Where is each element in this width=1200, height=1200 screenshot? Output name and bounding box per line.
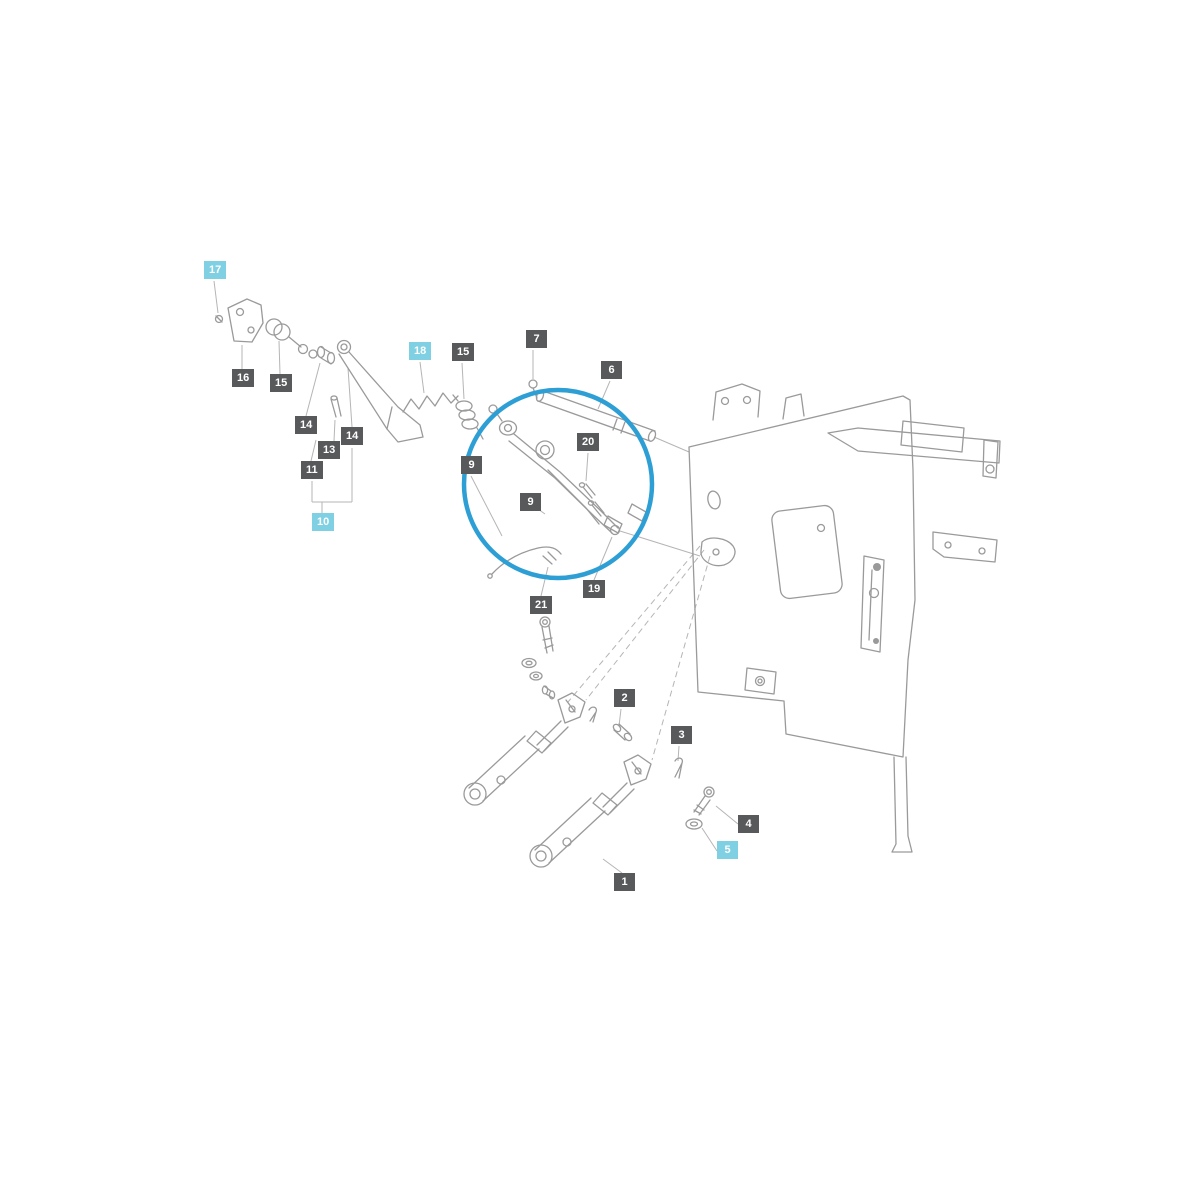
part-label-10-7[interactable]: 10: [312, 513, 335, 531]
part-label-9-13[interactable]: 9: [520, 493, 541, 511]
part-label-18-8[interactable]: 18: [409, 342, 432, 360]
part-label-6-11[interactable]: 6: [601, 361, 622, 379]
part-label-5-20[interactable]: 5: [717, 841, 738, 859]
part-label-14-3[interactable]: 14: [295, 416, 318, 434]
part-label-15-2[interactable]: 15: [270, 374, 293, 392]
part-label-19-15[interactable]: 19: [583, 580, 606, 598]
leader-lines: [213, 280, 739, 874]
part-label-20-14[interactable]: 20: [577, 433, 600, 451]
part-label-16-1[interactable]: 16: [232, 369, 255, 387]
assembly-alignment-lines: [567, 545, 711, 761]
part-label-17-0[interactable]: 17: [204, 261, 227, 279]
pedal-linkage-assembly: [214, 298, 424, 443]
part-label-21-16[interactable]: 21: [530, 596, 553, 614]
part-label-15-9[interactable]: 15: [452, 343, 475, 361]
part-label-4-19[interactable]: 4: [738, 815, 759, 833]
part-label-9-12[interactable]: 9: [461, 456, 482, 474]
highlight-circle: [461, 387, 655, 581]
part-label-7-10[interactable]: 7: [526, 330, 547, 348]
part-label-2-17[interactable]: 2: [614, 689, 635, 707]
small-fasteners: [588, 706, 715, 830]
part-label-13-4[interactable]: 13: [318, 441, 341, 459]
part-label-14-5[interactable]: 14: [341, 427, 364, 445]
part-label-11-6[interactable]: 11: [301, 461, 323, 479]
part-label-1-21[interactable]: 1: [614, 873, 635, 891]
main-frame-panel: [688, 383, 1001, 853]
part-label-3-18[interactable]: 3: [671, 726, 692, 744]
master-cylinder-assemblies: [463, 616, 652, 868]
